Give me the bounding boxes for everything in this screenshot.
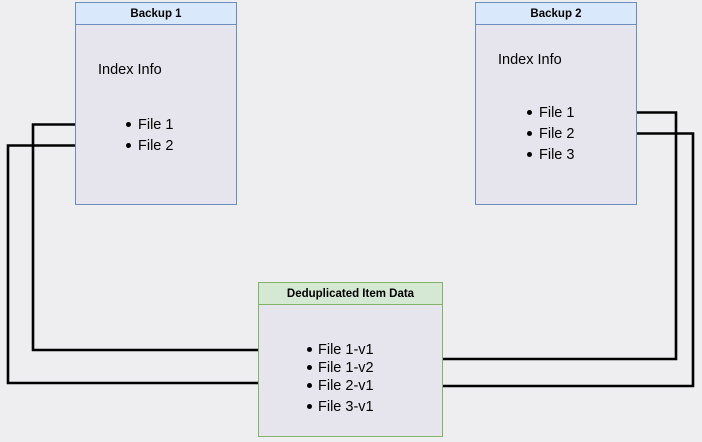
dedup-file-bullet	[307, 404, 312, 409]
backup2-file-bullet	[527, 110, 532, 115]
backup1-file-bullet	[126, 143, 131, 148]
backup1-body	[75, 25, 237, 205]
backup1-index-info-label: Index Info	[98, 62, 162, 78]
dedup-file-bullet	[307, 347, 312, 352]
backup1-file-item: File 1	[138, 117, 174, 133]
dedup-file-bullet	[307, 365, 312, 370]
backup2-file-item: File 2	[539, 126, 575, 142]
dedup-title: Deduplicated Item Data	[258, 282, 443, 305]
backup1-file-item: File 2	[138, 138, 174, 154]
backup1-title: Backup 1	[75, 2, 237, 25]
backup2-box[interactable]: Backup 2 Index Info File 1 File 2 File 3	[475, 2, 637, 205]
backup2-body	[475, 25, 637, 205]
backup2-file-bullet	[527, 131, 532, 136]
dedup-file-item: File 1-v2	[318, 360, 374, 376]
backup2-title: Backup 2	[475, 2, 637, 25]
backup1-box[interactable]: Backup 1 Index Info File 1 File 2	[75, 2, 237, 205]
backup1-file-bullet	[126, 122, 131, 127]
backup2-index-info-label: Index Info	[498, 52, 562, 68]
dedup-file-item: File 3-v1	[318, 399, 374, 415]
backup2-file-item: File 1	[539, 105, 575, 121]
backup2-file-bullet	[527, 152, 532, 157]
dedup-file-item: File 2-v1	[318, 378, 374, 394]
backup2-file-item: File 3	[539, 147, 575, 163]
dedup-file-bullet	[307, 383, 312, 388]
deduplicated-item-data-box[interactable]: Deduplicated Item Data File 1-v1 File 1-…	[258, 282, 443, 437]
dedup-file-item: File 1-v1	[318, 342, 374, 358]
dedup-body	[258, 305, 443, 437]
